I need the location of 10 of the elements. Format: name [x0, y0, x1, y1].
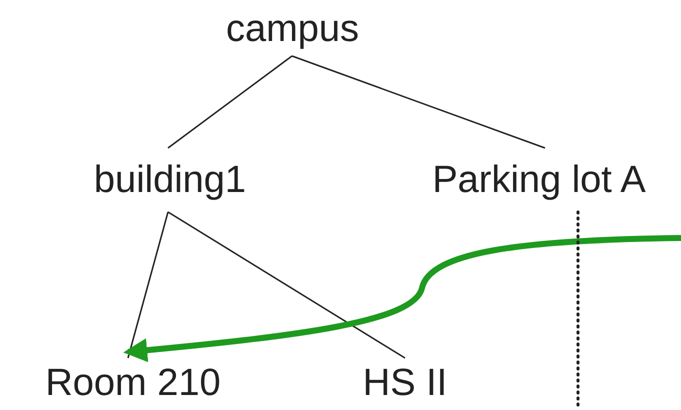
node-label: building1	[94, 161, 246, 199]
node-label: Parking lot A	[432, 161, 646, 199]
node-label: Room 210	[45, 364, 221, 402]
connector-line	[292, 55, 546, 149]
arrow	[123, 235, 681, 362]
connector-line	[127, 212, 169, 358]
node-label: campus	[226, 10, 360, 48]
connector-line	[168, 55, 292, 149]
connector-line	[168, 211, 406, 359]
node-label: HS II	[362, 364, 448, 402]
